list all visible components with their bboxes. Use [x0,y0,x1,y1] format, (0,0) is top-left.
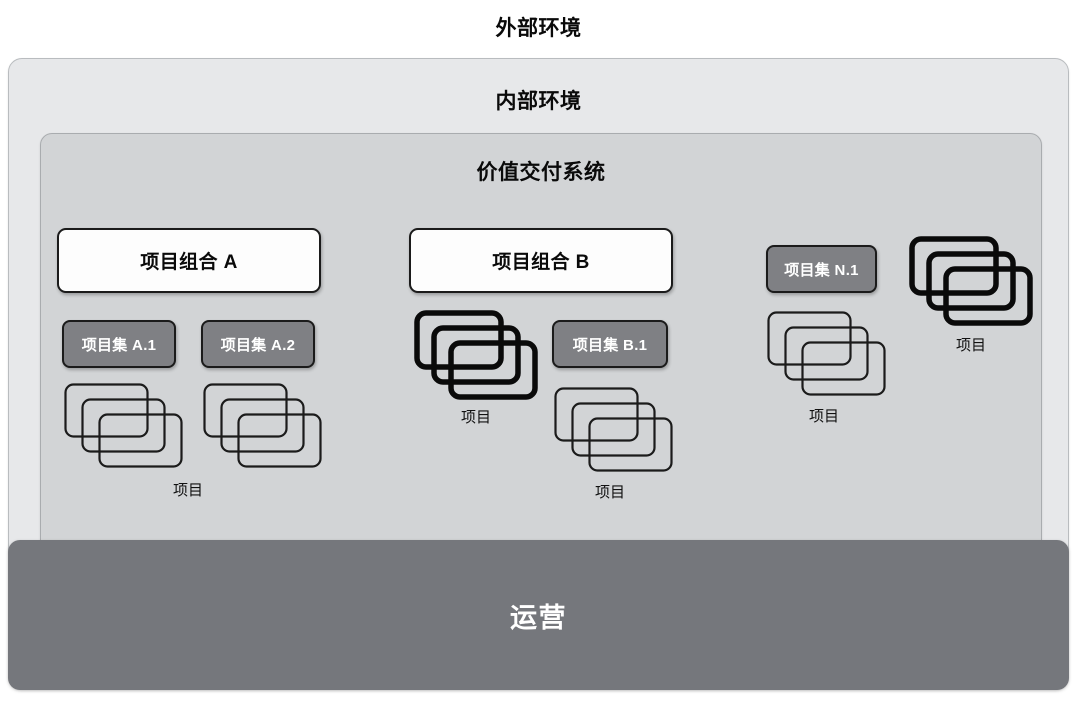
projects-b-standalone-stack [414,310,538,402]
projects-n-standalone-label: 项目 [955,337,986,354]
portfolio-a-box[interactable]: 项目组合 A [57,228,321,293]
portfolio-a-label: 项目组合 A [140,252,238,273]
program-b1-label: 项目集 B.1 [572,336,648,354]
projects-b-standalone-label: 项目 [460,409,491,426]
projects-n1-stack [766,310,886,398]
program-n1-label: 项目集 N.1 [784,261,859,279]
projects-n-standalone-stack [909,236,1033,328]
projects-b1-label: 项目 [594,484,625,501]
value-delivery-system-title: 价值交付系统 [476,161,606,184]
projects-a-label: 项目 [172,482,203,499]
program-b1-box[interactable]: 项目集 B.1 [552,320,668,368]
projects-n1-label: 项目 [808,408,839,425]
program-a1-label: 项目集 A.1 [81,336,157,354]
portfolio-b-label: 项目组合 B [492,252,590,273]
projects-a1-stack [63,382,183,470]
program-a2-label: 项目集 A.2 [220,336,296,354]
portfolio-b-box[interactable]: 项目组合 B [409,228,673,293]
operations-bar: 运营 [8,540,1069,690]
program-n1-box[interactable]: 项目集 N.1 [766,245,877,293]
operations-label: 运营 [510,602,567,633]
internal-environment-title: 内部环境 [495,90,582,113]
projects-a2-stack [202,382,322,470]
program-a2-box[interactable]: 项目集 A.2 [201,320,315,368]
external-environment-title: 外部环境 [495,17,582,40]
program-a1-box[interactable]: 项目集 A.1 [62,320,176,368]
projects-b1-stack [553,386,673,474]
